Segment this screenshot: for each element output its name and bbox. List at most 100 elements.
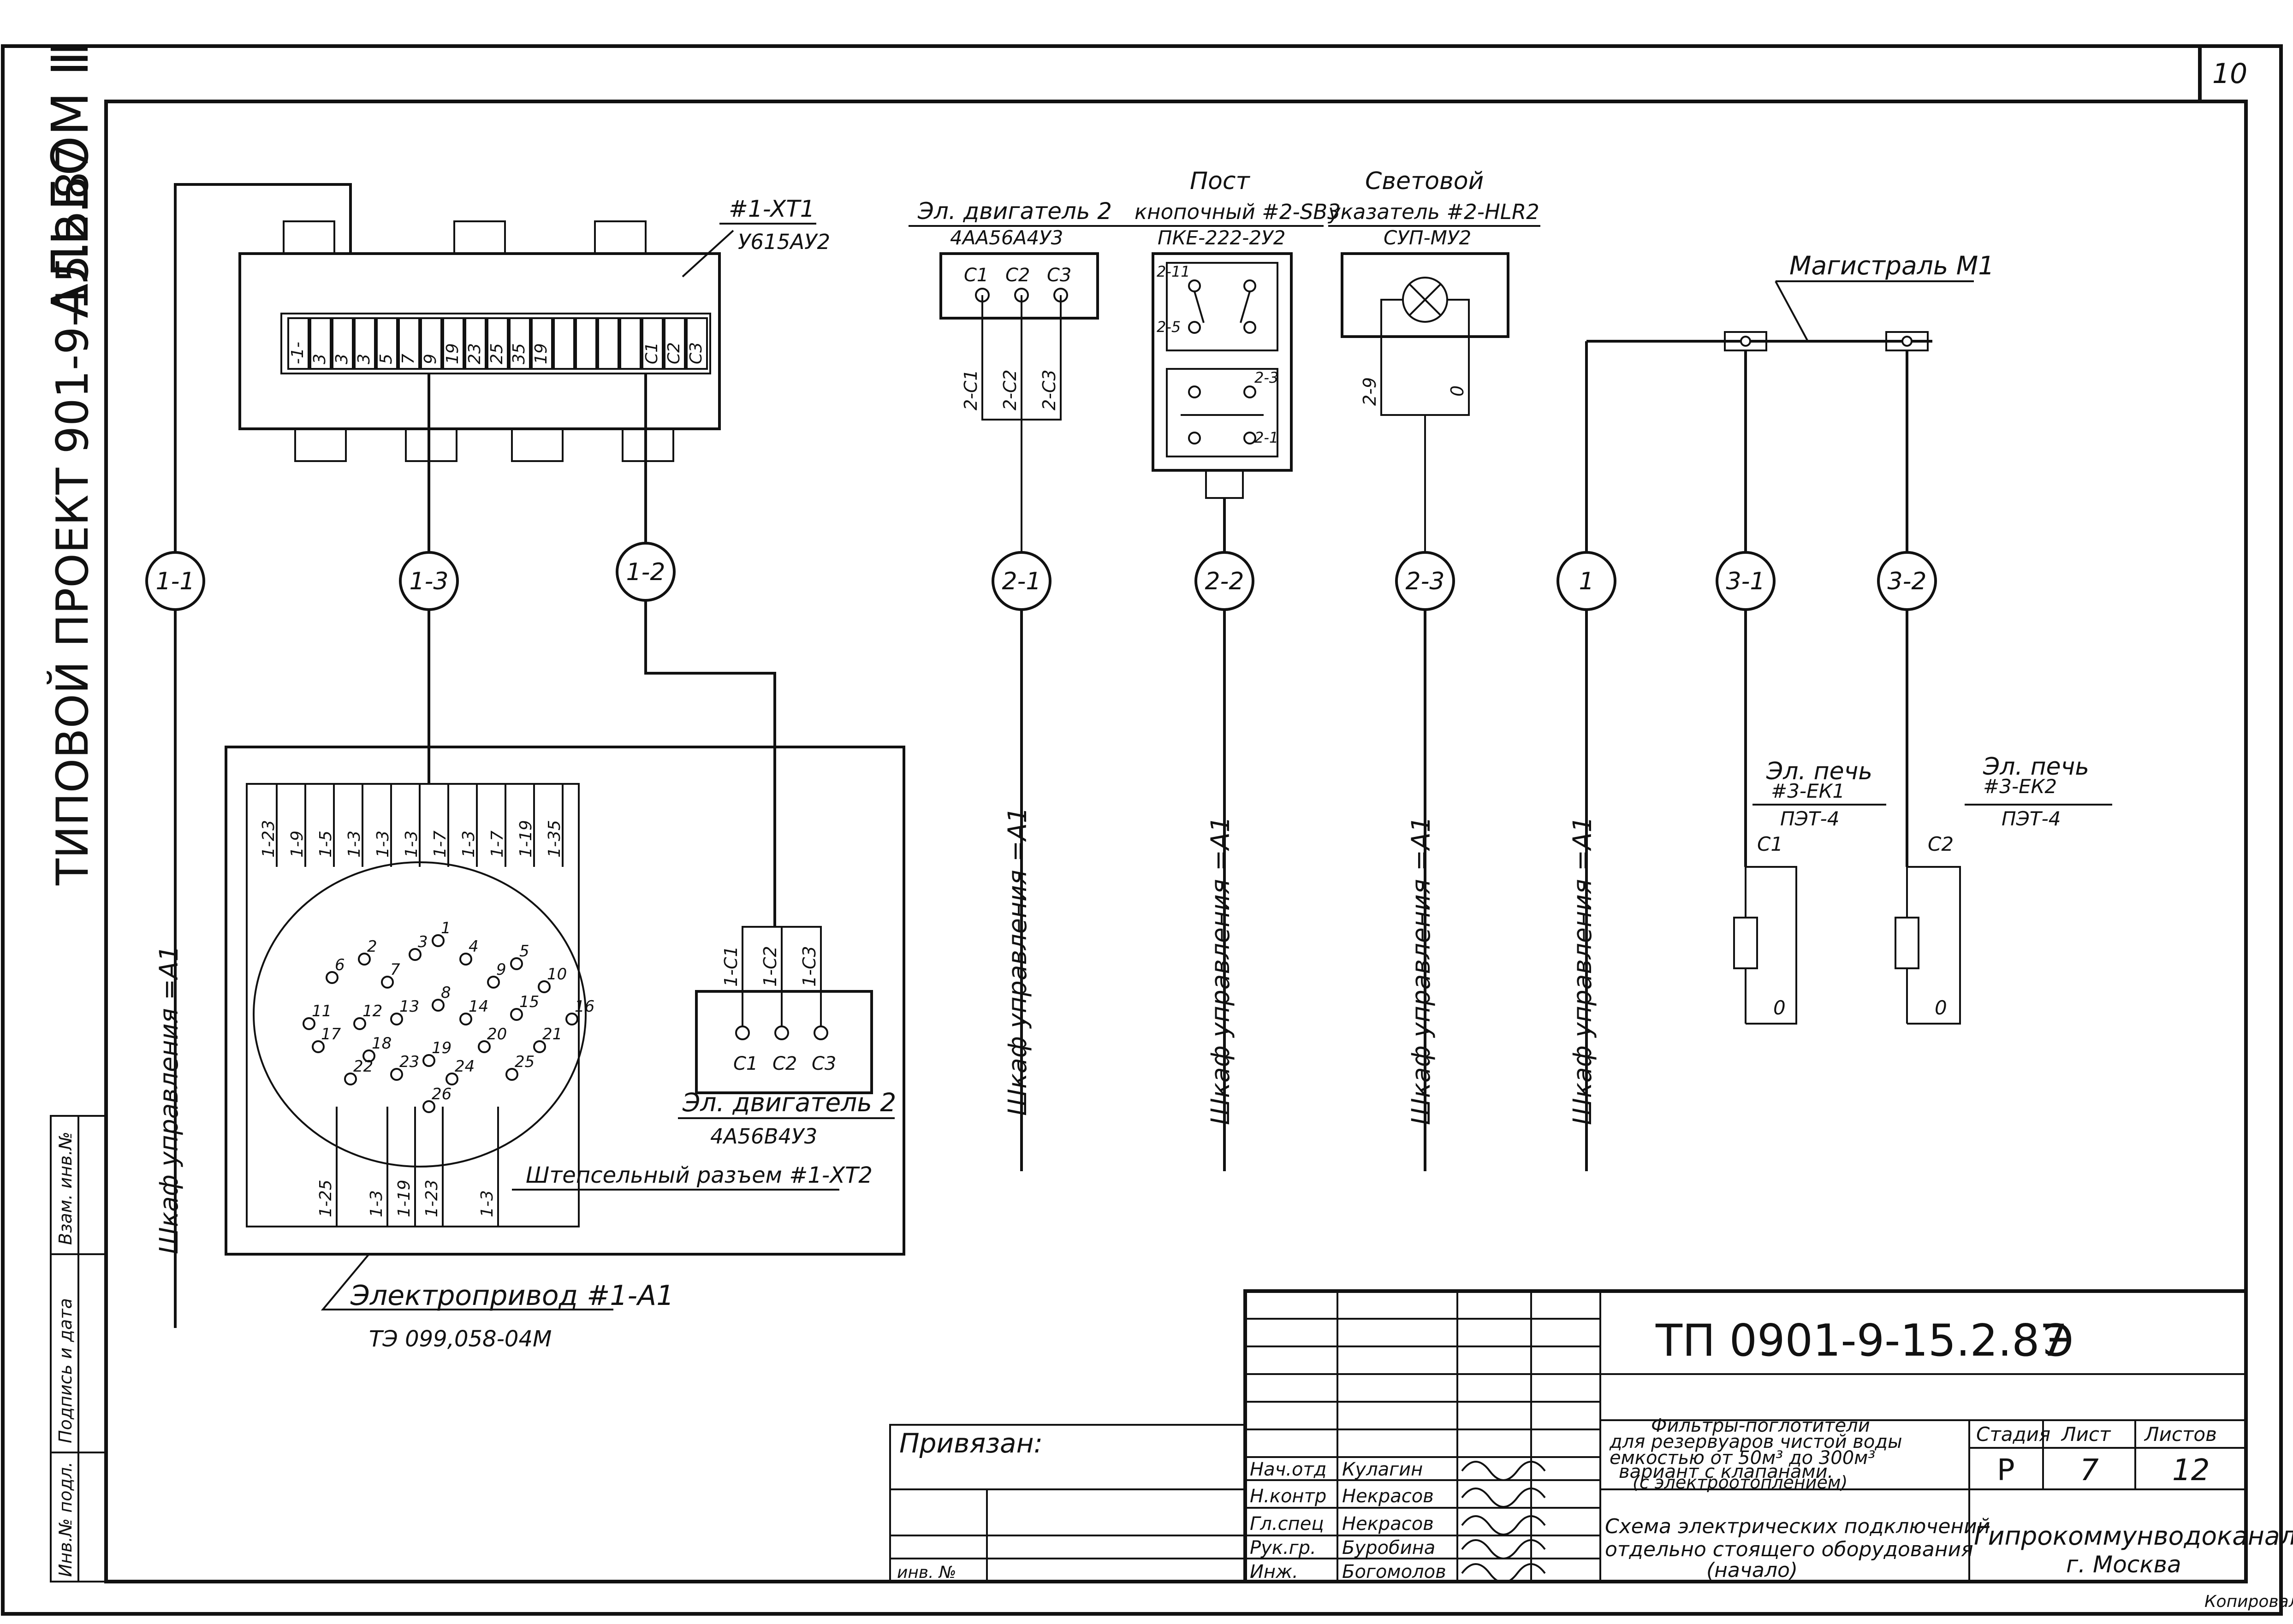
- xt1-ref: #1-XT1: [729, 196, 815, 222]
- cable-bubble: [1877, 551, 1937, 611]
- cable-bubble: [1194, 551, 1254, 611]
- cable-bubble: [1556, 551, 1616, 611]
- terminal-label: 3: [333, 354, 351, 364]
- connector-pin-number: 17: [321, 1025, 341, 1043]
- heater-1-type: ПЭТ-4: [1780, 807, 1839, 830]
- signer-name: Некрасов: [1342, 1486, 1434, 1507]
- connector-pin-number: 22: [353, 1057, 373, 1076]
- connector-pin-number: 10: [547, 965, 567, 984]
- connector-pin: [533, 1040, 546, 1053]
- heater-ek2: Эл. печь #3-ЕК2 ПЭТ-4 С2 0: [1895, 753, 2112, 1025]
- connector-pin-number: 9: [496, 960, 506, 979]
- connector-pin: [459, 953, 472, 966]
- terminal-label: 35: [510, 343, 529, 364]
- terminal-label: -1-: [288, 342, 307, 364]
- object-title-3: емкостью от 50м³ до 300м³: [1610, 1447, 1875, 1469]
- signature-mark: [1461, 1515, 1546, 1535]
- bound-label: Привязан:: [899, 1428, 1043, 1459]
- connector-pin: [358, 953, 371, 966]
- terminal-cell: [686, 317, 708, 370]
- heater-1-ref: #3-ЕК1: [1771, 780, 1845, 802]
- connector-wire-label: 1-3: [402, 830, 421, 858]
- signer-role: Нач.отд: [1250, 1459, 1326, 1480]
- terminal-label: 3: [355, 354, 374, 364]
- terminal-label: 19: [443, 343, 462, 364]
- terminal-cell: [619, 317, 642, 370]
- connector-pin: [362, 1049, 375, 1062]
- motor-2-1-wire-2: 2-С2: [1000, 369, 1020, 410]
- motor-2-1-term-2: С2: [1005, 265, 1030, 286]
- motor-1-2-type: 4А56В4У3: [710, 1124, 817, 1149]
- motor-2-1-wire-1: 2-С1: [961, 369, 981, 410]
- light-title: Световой: [1365, 167, 1484, 195]
- signer-role: Инж.: [1250, 1561, 1298, 1583]
- heater-2-wire-0: 0: [1935, 996, 1947, 1019]
- connector-wire-label: 1-35: [545, 820, 564, 858]
- motor-1-2-title: Эл. двигатель 2: [682, 1088, 896, 1117]
- connector-pin: [390, 1013, 403, 1025]
- connector-pin: [459, 1013, 472, 1025]
- terminal-label: 23: [465, 343, 484, 364]
- terminal-cell: [442, 317, 464, 370]
- connector-pin-number: 18: [372, 1034, 392, 1053]
- connector-pin: [505, 1068, 518, 1081]
- connector-pin: [422, 1100, 435, 1113]
- organization-2: г. Москва: [2066, 1551, 2181, 1578]
- cable-bubble: [399, 551, 459, 611]
- cable-bubble-label: 3-1: [1726, 568, 1765, 595]
- terminal-cell: [354, 317, 376, 370]
- connector-bottom-label: 1-23: [422, 1179, 441, 1217]
- light-subtitle: указатель #2-HLR2: [1327, 200, 1539, 224]
- cable-bubble: [616, 542, 676, 602]
- bp-label-2: 2-5: [1157, 318, 1181, 336]
- connector-pin-number: 11: [312, 1002, 332, 1020]
- cable-bubble-label: 1: [1579, 568, 1594, 595]
- motor-1-2-term-3: С3: [812, 1053, 836, 1074]
- connector-pin-number: 21: [542, 1025, 562, 1043]
- signer-role: Н.контр: [1250, 1486, 1326, 1507]
- connector-wire-label: 1-9: [288, 830, 307, 858]
- connector-pin: [510, 957, 523, 970]
- connector-pin: [390, 1068, 403, 1081]
- heater-2-wire-c: С2: [1928, 833, 1954, 855]
- cabinet-label-5: Шкаф управления =А1: [1568, 816, 1597, 1125]
- sheet-value: 7: [2080, 1453, 2099, 1488]
- bound-block: Привязан: инв. №: [889, 1424, 1246, 1583]
- inv-label: инв. №: [897, 1563, 956, 1582]
- light-wire-2: 0: [1447, 385, 1467, 397]
- object-title-4: вариант с клапанами.: [1619, 1461, 1833, 1482]
- connector-pin-number: 5: [519, 942, 529, 960]
- signer-role: Гл.спец: [1250, 1513, 1324, 1535]
- outer-frame: [1, 44, 2283, 1616]
- connector-pin: [487, 976, 500, 989]
- motor-2-1-type: 4АА56А4У3: [950, 226, 1063, 249]
- connector-pin-number: 1: [441, 919, 451, 937]
- connector-pin-number: 12: [362, 1002, 382, 1020]
- object-title-5: (с электроотоплением): [1633, 1472, 1847, 1493]
- connector-wire-label: 1-19: [517, 820, 535, 858]
- light-type: СУП-МУ2: [1384, 226, 1471, 249]
- connector-bottom-label: 1-3: [478, 1190, 497, 1217]
- cabinet-label-4: Шкаф управления =А1: [1406, 816, 1436, 1125]
- terminal-cell: [553, 317, 575, 370]
- series-label: ТИПОВОЙ ПРОЕКТ 901-9-15.2.87: [47, 143, 98, 886]
- connector-pin-number: 26: [432, 1085, 451, 1103]
- connector-pin: [446, 1073, 458, 1085]
- connector-pin: [565, 1013, 578, 1025]
- object-title-2: для резервуаров чистой воды: [1609, 1431, 1902, 1452]
- stamp-signature-date: Подпись и дата: [55, 1298, 76, 1443]
- connector-pin: [510, 1008, 523, 1021]
- stamp-replace-inv: Взам. инв.№: [55, 1132, 76, 1245]
- terminal-cell: [287, 317, 309, 370]
- cable-bubble-label: 3-2: [1888, 568, 1927, 595]
- connector-pin-number: 15: [519, 993, 539, 1011]
- signature-mark: [1461, 1563, 1546, 1583]
- connector-pin-number: 19: [432, 1039, 451, 1057]
- motor-1-2-term-1: С1: [733, 1053, 758, 1074]
- connector-wire-label: 1-3: [459, 830, 478, 858]
- terminal-cell: [487, 317, 509, 370]
- album-label: АЛЬБОМ Ⅲ: [41, 41, 100, 318]
- motor-1-2-wire-2: 1-С2: [760, 946, 780, 987]
- motor-2-1-wire-3: 2-С3: [1039, 369, 1059, 410]
